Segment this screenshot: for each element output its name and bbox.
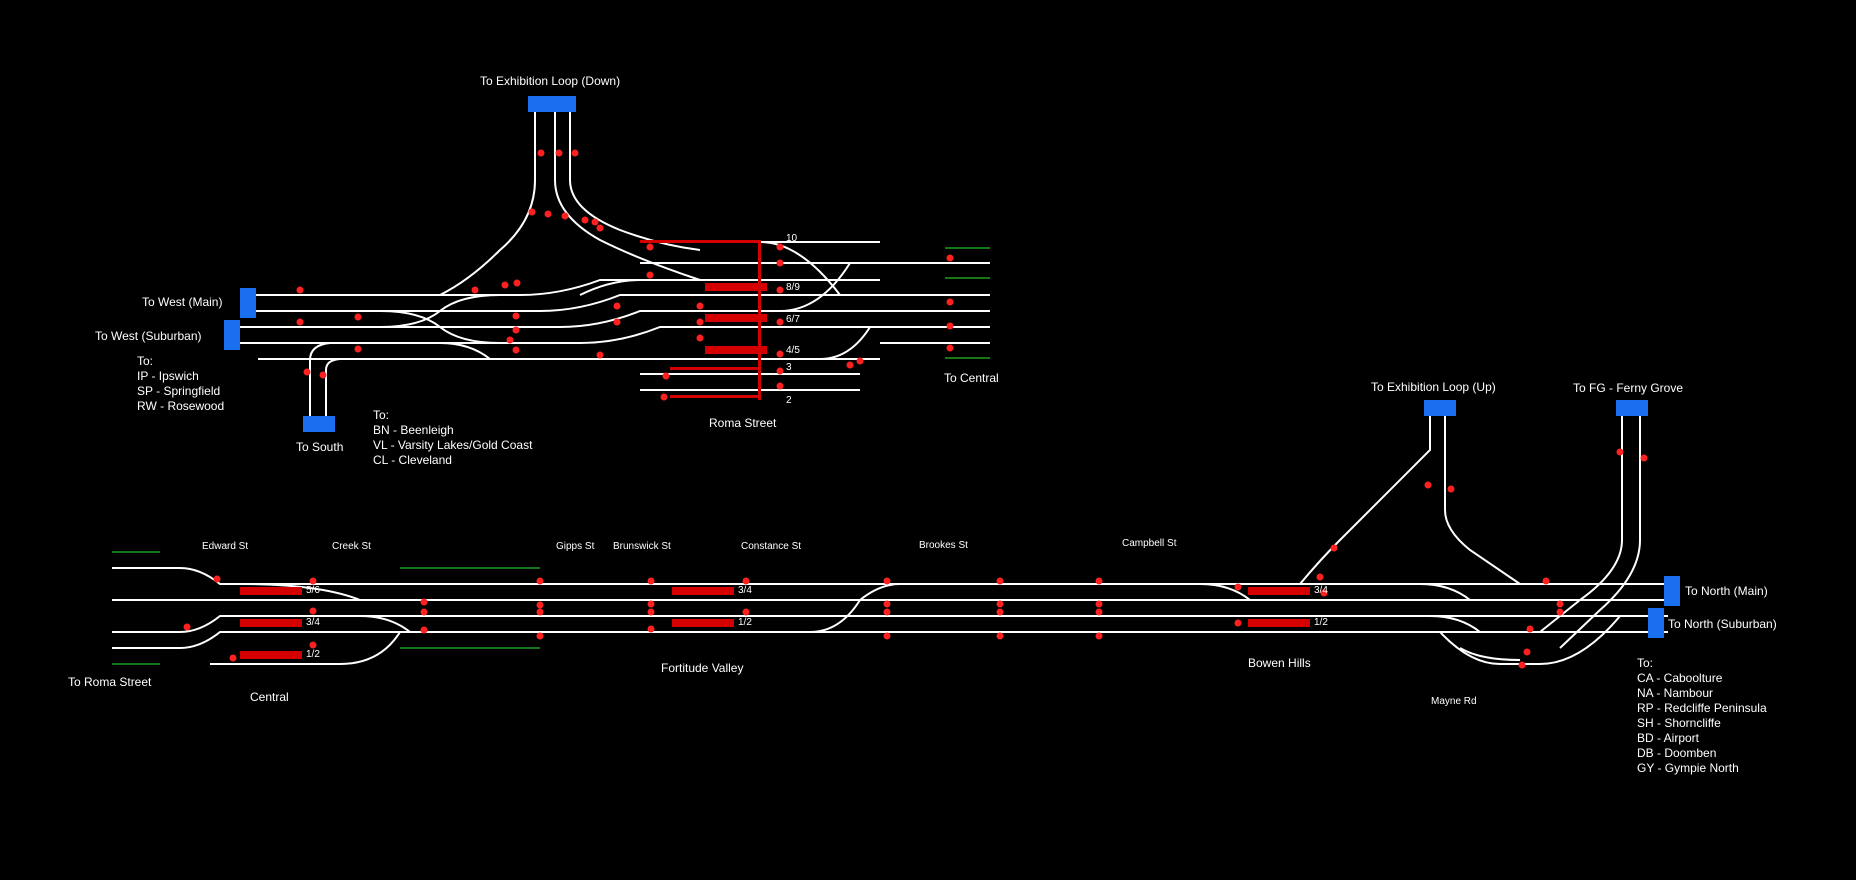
to-roma-street-label: To Roma Street <box>68 675 152 689</box>
platform-roma-2: 2 <box>786 395 792 406</box>
ferny-grove-label: To FG - Ferny Grove <box>1573 381 1684 395</box>
legend-line: NA - Nambour <box>1637 686 1714 700</box>
legend-line: BD - Airport <box>1637 731 1700 745</box>
legend-line: DB - Doomben <box>1637 746 1717 760</box>
to-north-main-label: To North (Main) <box>1685 584 1768 598</box>
to-west-main-label: To West (Main) <box>142 295 223 309</box>
legend-line: IP - Ipswich <box>137 369 199 383</box>
creek-st-label: Creek St <box>332 541 371 552</box>
bowen-hills-station-label: Bowen Hills <box>1248 656 1311 670</box>
platform-roma-45: 4/5 <box>786 345 800 356</box>
platform-bh-12: 1/2 <box>1314 617 1328 628</box>
platform-central-12: 1/2 <box>306 649 320 660</box>
platform-central-56: 5/6 <box>306 585 320 596</box>
platform-fv-12: 1/2 <box>738 617 752 628</box>
siding-markers <box>112 247 990 665</box>
ferny-grove-block[interactable] <box>1616 400 1648 416</box>
exhibition-loop-up-block[interactable] <box>1424 400 1456 416</box>
legend-title: To: <box>1637 656 1654 670</box>
platform-central-34: 3/4 <box>306 617 320 628</box>
constance-st-label: Constance St <box>741 541 802 552</box>
mayne-rd-label: Mayne Rd <box>1431 696 1477 707</box>
to-south-label: To South <box>296 440 344 454</box>
exhibition-loop-down-label: To Exhibition Loop (Down) <box>480 74 621 88</box>
legend-title: To: <box>137 354 154 368</box>
legend-line: RP - Redcliffe Peninsula <box>1637 701 1767 715</box>
legend-line: RW - Rosewood <box>137 399 225 413</box>
legend-line: BN - Beenleigh <box>373 423 454 437</box>
to-north-suburban-label: To North (Suburban) <box>1668 617 1777 631</box>
central-station-label: Central <box>250 690 289 704</box>
edward-st-label: Edward St <box>202 541 249 552</box>
platform-roma-89: 8/9 <box>786 282 800 293</box>
gipps-st-label: Gipps St <box>556 541 595 552</box>
roma-street-label: Roma Street <box>709 416 777 430</box>
fortitude-valley-station-label: Fortitude Valley <box>661 661 744 675</box>
legend-line: GY - Gympie North <box>1637 761 1739 775</box>
platform-bh-34: 3/4 <box>1314 585 1328 596</box>
platform-roma-3: 3 <box>786 362 792 373</box>
south-block[interactable] <box>303 416 335 432</box>
exhibition-loop-down-block[interactable] <box>528 96 576 112</box>
legend-line: SP - Springfield <box>137 384 221 398</box>
signals[interactable] <box>183 149 1648 669</box>
legend-line: CA - Caboolture <box>1637 671 1723 685</box>
exhibition-loop-up-label: To Exhibition Loop (Up) <box>1371 380 1496 394</box>
south-destinations-legend: To: BN - Beenleigh VL - Varsity Lakes/Go… <box>373 408 532 468</box>
west-destinations-legend: To: IP - Ipswich SP - Springfield RW - R… <box>137 354 224 414</box>
platform-roma-67: 6/7 <box>786 314 800 325</box>
north-suburban-block[interactable] <box>1648 608 1664 638</box>
brookes-st-label: Brookes St <box>919 540 968 551</box>
legend-line: CL - Cleveland <box>373 453 452 467</box>
brunswick-st-label: Brunswick St <box>613 541 671 552</box>
legend-title: To: <box>373 408 390 422</box>
to-west-suburban-label: To West (Suburban) <box>95 329 202 343</box>
platform-roma-10: 10 <box>786 233 798 244</box>
platform-bars <box>240 240 1310 659</box>
north-main-block[interactable] <box>1664 576 1680 606</box>
to-central-label: To Central <box>944 371 999 385</box>
west-suburban-block[interactable] <box>224 320 240 350</box>
legend-line: SH - Shorncliffe <box>1637 716 1721 730</box>
west-main-block[interactable] <box>240 288 256 318</box>
campbell-st-label: Campbell St <box>1122 538 1177 549</box>
platform-fv-34: 3/4 <box>738 585 752 596</box>
legend-line: VL - Varsity Lakes/Gold Coast <box>373 438 533 452</box>
north-destinations-legend: To: CA - Caboolture NA - Nambour RP - Re… <box>1637 656 1767 776</box>
